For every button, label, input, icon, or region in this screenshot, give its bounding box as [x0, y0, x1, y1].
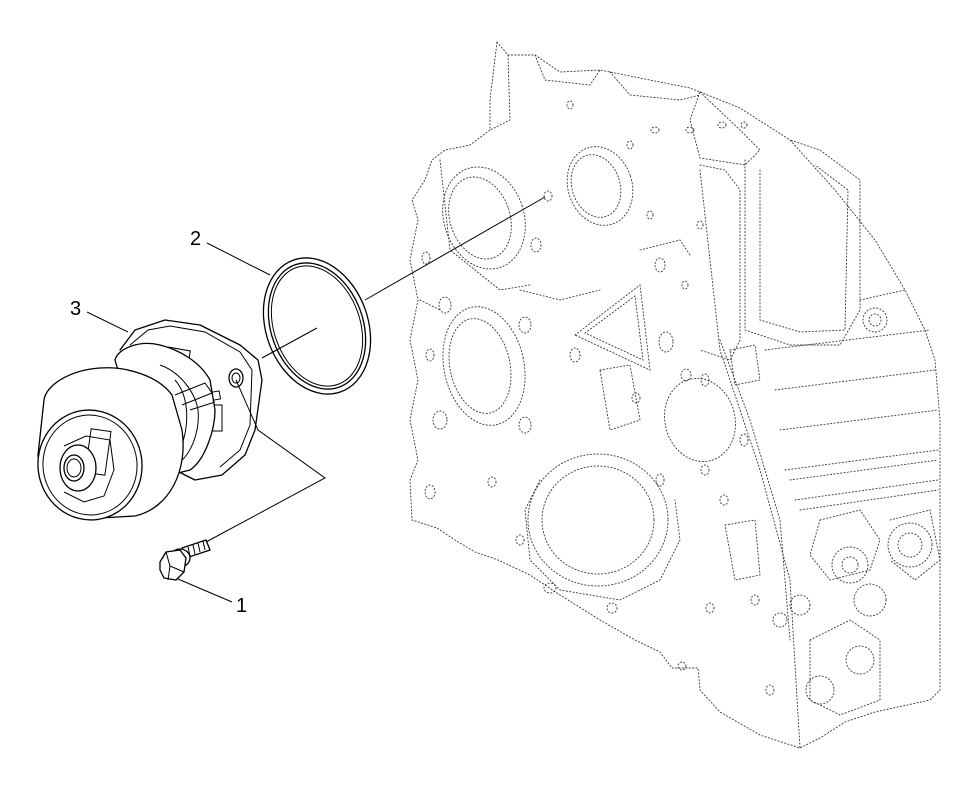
callout-1-label: 1 [236, 595, 247, 617]
callout-2-label: 2 [190, 228, 201, 250]
engine-block [409, 40, 941, 749]
bolt-holes [421, 100, 775, 696]
callout-3: 3 [70, 298, 129, 333]
alignment-lines [205, 196, 546, 543]
callout-2: 2 [190, 228, 271, 276]
water-pump [37, 319, 263, 521]
callout-3-label: 3 [70, 298, 81, 320]
o-ring-gasket [262, 257, 372, 395]
callout-1: 1 [177, 578, 247, 617]
flange-bolt [159, 539, 211, 581]
